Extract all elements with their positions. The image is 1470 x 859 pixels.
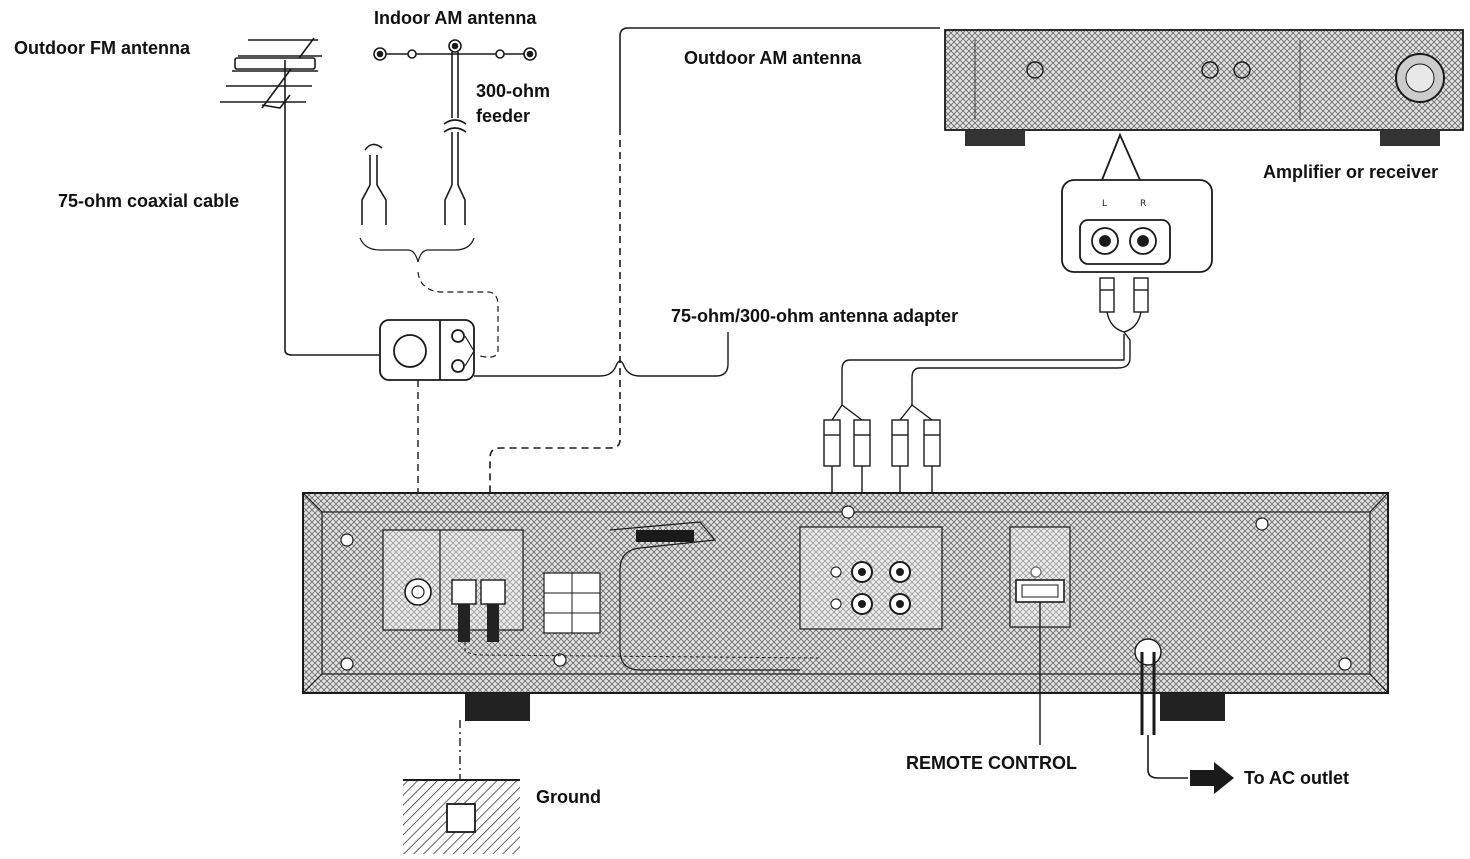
adapter-lead — [474, 332, 729, 377]
antenna-adapter-drawing — [379, 319, 475, 381]
label-amplifier: Amplifier or receiver — [1263, 162, 1439, 182]
label-remote-control: REMOTE CONTROL — [906, 753, 1077, 773]
label-coaxial-cable: 75-ohm coaxial cable — [58, 191, 240, 211]
outdoor-fm-antenna-drawing — [220, 37, 380, 356]
label-outdoor-fm-antenna: Outdoor FM antenna — [14, 38, 190, 58]
tuner-rear-panel — [302, 492, 1389, 735]
internal-trace — [464, 642, 821, 659]
feeder-bracket — [359, 237, 499, 358]
ac-cord — [1147, 735, 1188, 779]
ground-rod-icon — [446, 803, 476, 833]
indoor-am-antenna-drawing — [373, 39, 537, 225]
outdoor-am-antenna-wire — [489, 27, 940, 570]
label-outdoor-am-antenna: Outdoor AM antenna — [684, 48, 862, 68]
fm-feeder-terminal — [361, 143, 387, 225]
label-300-ohm: 300-ohm — [476, 81, 551, 101]
amp-jack-l: L — [1102, 199, 1107, 209]
amplifier-jack-callout — [1061, 132, 1213, 273]
label-ground: Ground — [536, 787, 601, 807]
amp-jack-r: R — [1140, 199, 1146, 209]
label-to-ac-outlet: To AC outlet — [1244, 768, 1349, 788]
label-antenna-adapter: 75-ohm/300-ohm antenna adapter — [671, 306, 959, 326]
label-indoor-am-antenna: Indoor AM antenna — [374, 8, 537, 28]
amplifier-drawing — [944, 29, 1464, 146]
ac-outlet-arrow-icon — [1190, 762, 1234, 794]
amplifier-rca-cable — [841, 277, 1149, 405]
label-feeder: feeder — [476, 106, 531, 126]
